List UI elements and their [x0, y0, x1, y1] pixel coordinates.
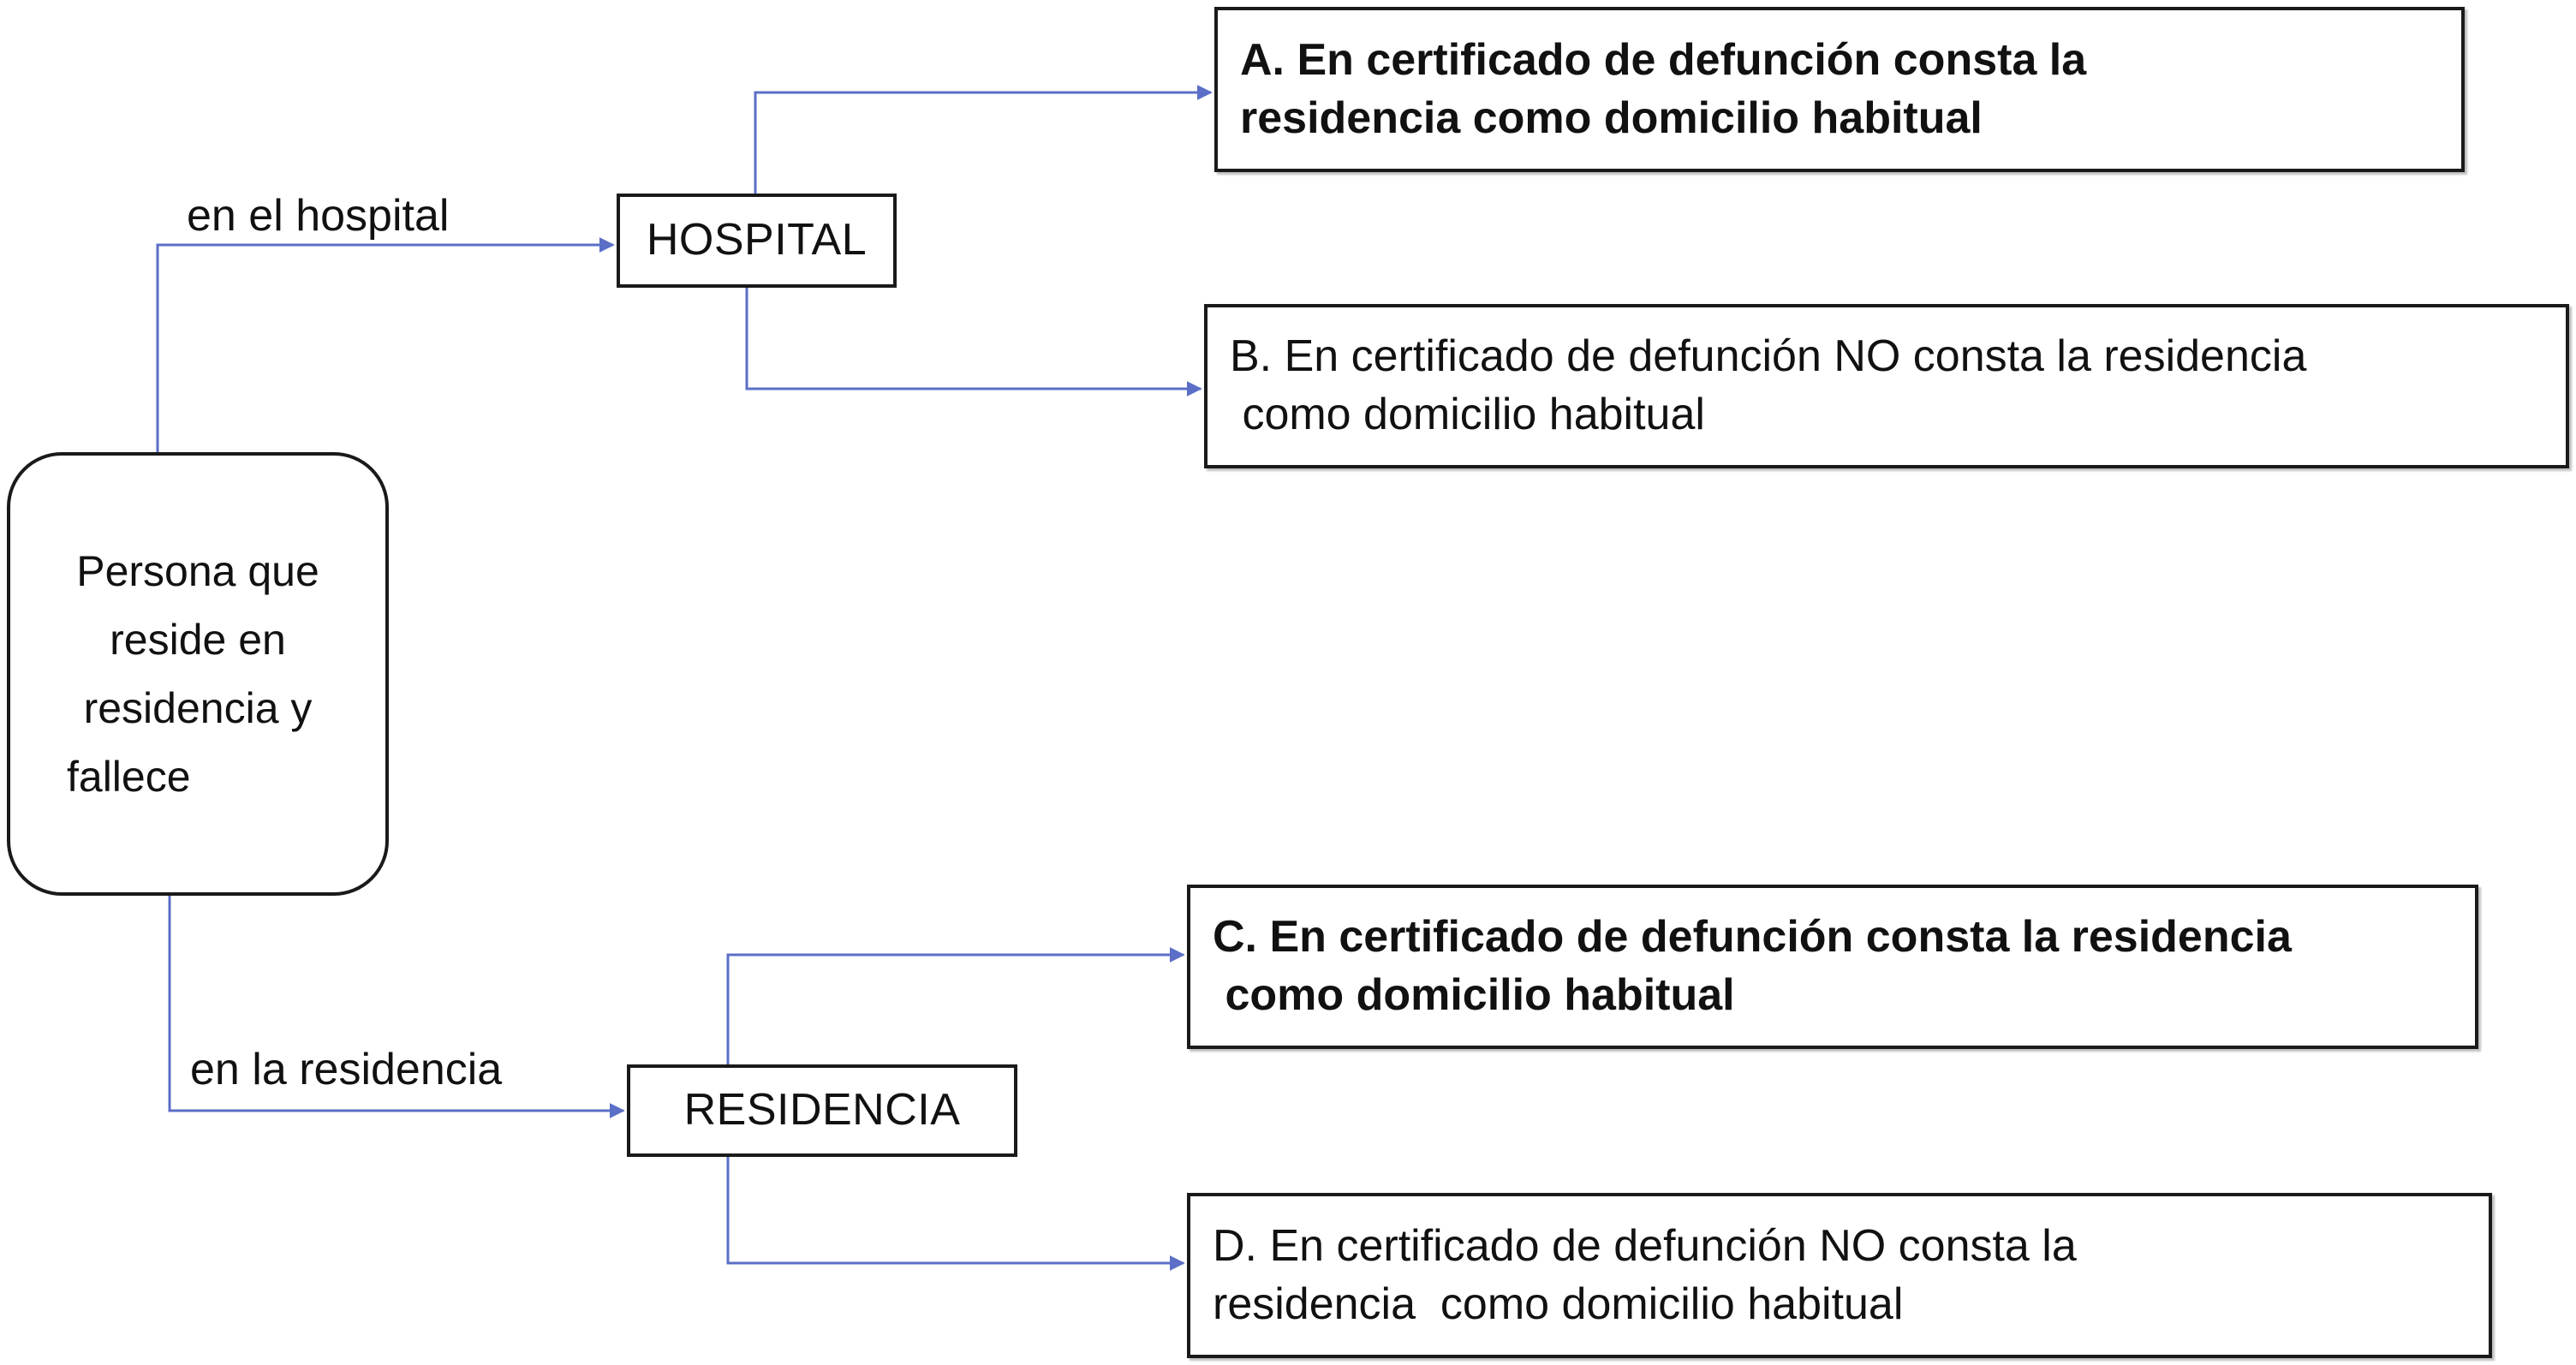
start-node-line: residencia y [83, 684, 313, 732]
outcome-a-box: A. En certificado de defunción consta la… [1214, 7, 2465, 172]
outcome-d-box: D. En certificado de defunción NO consta… [1187, 1193, 2492, 1358]
outcome-c-box: C. En certificado de defunción consta la… [1187, 885, 2478, 1049]
outcome-a-line: A. En certificado de defunción consta la [1240, 34, 2087, 85]
outcome-b-box: B. En certificado de defunción NO consta… [1204, 304, 2569, 468]
edge-hospital-to-outcome-b [745, 288, 1202, 396]
outcome-d-line: residencia como domicilio habitual [1213, 1279, 1904, 1329]
outcome-c-line: C. En certificado de defunción consta la… [1213, 912, 2292, 963]
start-node-line: fallece [67, 753, 191, 801]
residencia-node: RESIDENCIA [627, 1064, 1017, 1157]
edge-residencia-to-outcome-d [726, 1157, 1185, 1271]
start-node: Persona que reside en residencia y falle… [7, 452, 389, 896]
outcome-c-line: como domicilio habitual [1213, 970, 1735, 1020]
start-node-line: Persona que [76, 547, 319, 595]
edge-label-residencia: en la residencia [190, 1045, 503, 1094]
outcome-b-line: B. En certificado de defunción NO consta… [1230, 331, 2307, 382]
edge-start-to-hospital [156, 237, 615, 452]
start-node-line: reside en [110, 616, 286, 664]
outcome-a-line: residencia como domicilio habitual [1240, 92, 1983, 143]
edge-hospital-to-outcome-a [754, 85, 1213, 194]
outcome-b-line: como domicilio habitual [1230, 390, 1705, 439]
edge-label-hospital: en el hospital [187, 191, 450, 241]
edge-residencia-to-outcome-c [726, 947, 1185, 1064]
outcome-d-line: D. En certificado de defunción NO consta… [1213, 1220, 2077, 1271]
hospital-node: HOSPITAL [617, 194, 897, 288]
